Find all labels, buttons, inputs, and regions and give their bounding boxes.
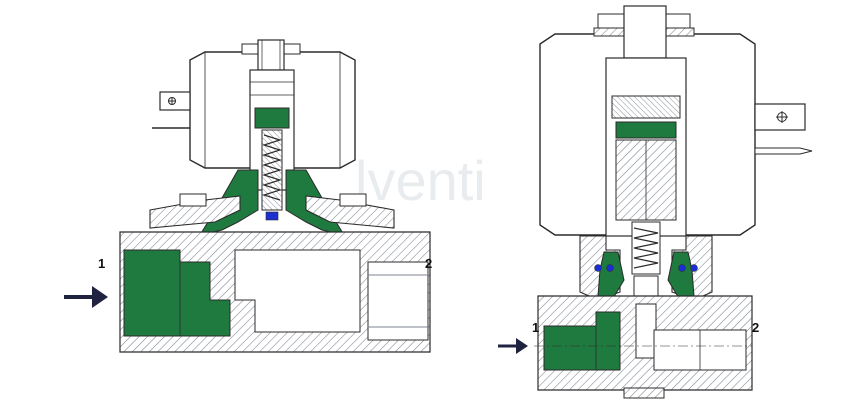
right-oring-left-1 [594, 264, 602, 272]
watermark-text: lventi [355, 149, 486, 212]
right-valve-body [534, 295, 753, 399]
right-inlet-label: 1 [532, 320, 539, 335]
left-outlet-label: 2 [425, 256, 432, 271]
left-terminal [152, 91, 191, 129]
right-inlet-arrow [498, 338, 528, 354]
left-top-nut [241, 39, 301, 71]
left-valve-body [119, 231, 431, 353]
right-oring-right-1 [678, 264, 686, 272]
right-oring-left-2 [606, 264, 614, 272]
left-inlet-arrow [64, 286, 108, 308]
left-pilot-seal [265, 211, 279, 221]
left-bonnet [149, 193, 395, 229]
right-armature-tube [605, 57, 687, 275]
right-terminal [754, 103, 813, 155]
right-outlet-label: 2 [752, 320, 759, 335]
left-valve: 1 2 [64, 39, 432, 353]
right-top-nut [593, 5, 695, 59]
right-oring-right-2 [690, 264, 698, 272]
right-valve: 1 2 [498, 5, 813, 399]
left-inlet-label: 1 [98, 256, 105, 271]
